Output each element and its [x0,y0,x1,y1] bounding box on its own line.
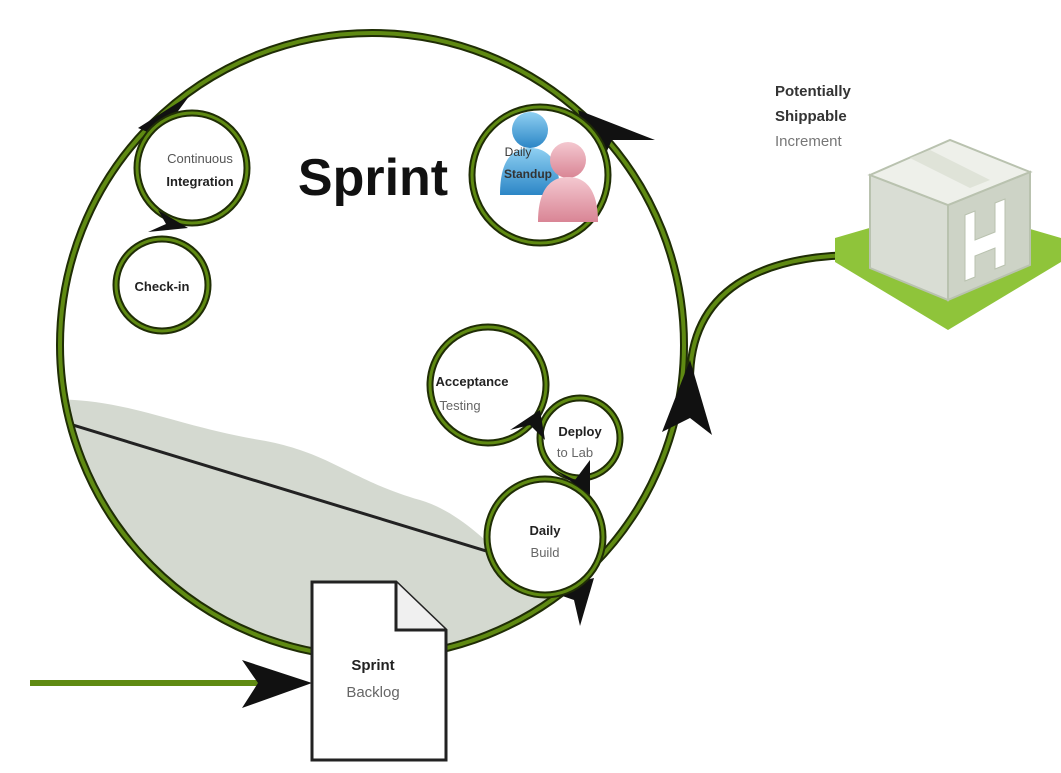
standup-people-icon [500,112,598,222]
backlog-label-line2: Backlog [346,684,399,701]
backlog-input-arrow [242,660,312,708]
sprint-title: Sprint [298,149,448,207]
increment-label-line3: Increment [775,133,843,150]
increment-label-line1: Potentially [775,83,852,100]
standup-label-line1: Daily [505,145,532,159]
build-label-line2: Build [531,545,560,560]
build-to-deploy-arrow [555,460,590,495]
shippable-box-icon [835,138,1061,330]
acceptance-label-line1: Acceptance [436,374,509,389]
checkin-to-ci-arrow [148,210,188,232]
ci-label-line1: Continuous [167,151,233,166]
acceptance-label-line2: Testing [439,398,480,413]
standup-label-line2: Standup [504,167,552,181]
increment-label-line2: Shippable [775,108,847,125]
deploy-label-line1: Deploy [558,424,602,439]
backlog-label-line1: Sprint [351,657,394,674]
deploy-label-line2: to Lab [557,445,593,460]
cycle-arrow-right [662,360,712,435]
ci-label-line2: Integration [166,174,233,189]
check-in-label: Check-in [135,279,190,294]
output-curve [686,251,861,381]
build-label-line1: Daily [529,523,561,538]
sprint-backlog-document [310,580,448,762]
deploy-to-acceptance-arrow [510,410,545,440]
